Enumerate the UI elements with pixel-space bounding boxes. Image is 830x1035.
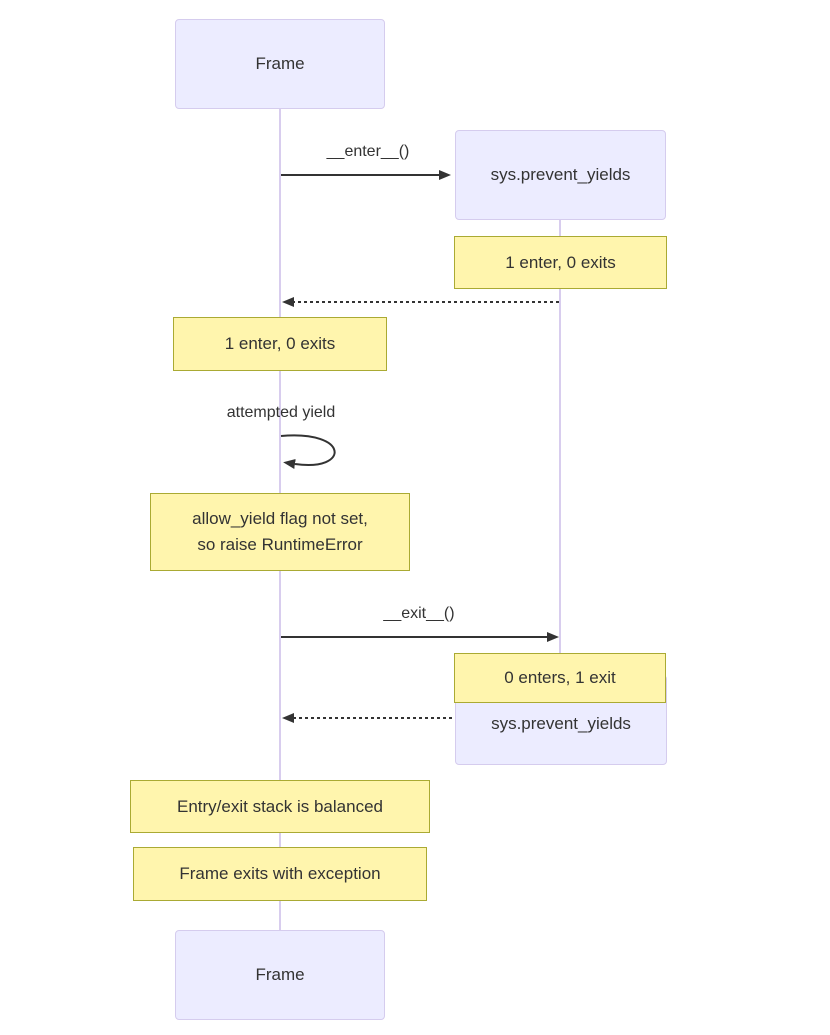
actor-sys-prevent-yields-top: sys.prevent_yields [455, 130, 666, 220]
actor-frame-top-label: Frame [255, 54, 305, 73]
note-runtime-error: allow_yield flag not set, so raise Runti… [150, 493, 410, 571]
note-enter-left-text: 1 enter, 0 exits [224, 334, 336, 353]
actor-frame-bottom-label: Frame [255, 965, 305, 984]
enter-message-label: __enter__() [326, 143, 410, 160]
self-loop-arrow [280, 434, 336, 469]
exit-message-label: __exit__() [383, 605, 455, 622]
note-enter-right-text: 1 enter, 0 exits [505, 252, 616, 272]
actor-frame-bottom: Frame [175, 930, 385, 1020]
note-frame-exception: Frame exits with exception [133, 847, 427, 901]
note-exit-right-text: 0 enters, 1 exit [504, 668, 616, 687]
self-loop-label: attempted yield [226, 404, 336, 421]
note-enter-left: 1 enter, 0 exits [173, 317, 387, 371]
actor-sys-bottom-label: sys.prevent_yields [491, 714, 631, 733]
note-exit-right: 0 enters, 1 exit [454, 653, 666, 703]
note-runtime-error-line1: allow_yield flag not set, [192, 509, 368, 528]
actor-frame-top: Frame [175, 19, 385, 109]
note-stack-balanced: Entry/exit stack is balanced [130, 780, 430, 833]
note-stack-balanced-text: Entry/exit stack is balanced [177, 796, 383, 816]
note-enter-right: 1 enter, 0 exits [454, 236, 667, 289]
note-runtime-error-line2: so raise RuntimeError [197, 535, 363, 554]
note-frame-exception-text: Frame exits with exception [179, 864, 381, 883]
actor-sys-top-label: sys.prevent_yields [490, 165, 631, 184]
